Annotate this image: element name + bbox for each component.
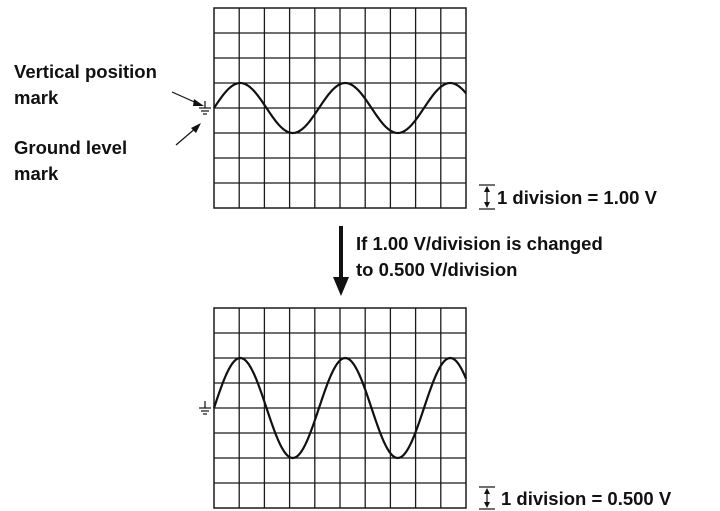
bottom-ground-level-mark-icon	[199, 401, 211, 415]
change-note-line2: to 0.500 V/division	[356, 259, 517, 280]
bottom-division-scale-label: 1 division = 0.500 V	[501, 488, 672, 509]
division-height-icon	[479, 184, 495, 210]
vertical-position-mark-label: Vertical position mark	[14, 61, 162, 108]
top-division-digit: 1	[497, 187, 507, 208]
change-note-label: If 1.00 V/division is changed to 0.500 V…	[356, 233, 608, 280]
ground-level-mark-label: Ground level mark	[14, 137, 132, 184]
change-note-line1: If 1.00 V/division is changed	[356, 233, 603, 254]
bottom-division-digit: 1	[501, 488, 511, 509]
top-division-text: division = 1.00 V	[507, 187, 657, 208]
down-arrow-icon	[333, 226, 349, 296]
top-oscilloscope-screen	[199, 7, 467, 209]
ground-level-pointer-arrow	[175, 123, 201, 146]
bottom-division-text: division = 0.500 V	[511, 488, 672, 509]
top-ground-level-mark-icon	[199, 101, 211, 115]
ground-level-mark-label-line1: Ground level	[14, 137, 127, 158]
vertical-position-pointer-arrow	[171, 91, 204, 106]
top-division-scale: 1 division = 1.00 V	[479, 184, 658, 210]
ground-level-mark-label-line2: mark	[14, 163, 59, 184]
bottom-oscilloscope-screen	[199, 307, 468, 509]
bottom-division-scale: 1 division = 0.500 V	[479, 486, 672, 510]
vertical-position-mark-label-line2: mark	[14, 87, 59, 108]
top-waveform	[213, 81, 467, 135]
top-division-scale-label: 1 division = 1.00 V	[497, 187, 658, 208]
bottom-waveform	[212, 356, 468, 460]
bottom-graticule-grid	[213, 307, 467, 509]
top-graticule-grid	[213, 7, 467, 209]
vertical-position-mark-label-line1: Vertical position	[14, 61, 157, 82]
division-height-icon	[479, 486, 495, 510]
